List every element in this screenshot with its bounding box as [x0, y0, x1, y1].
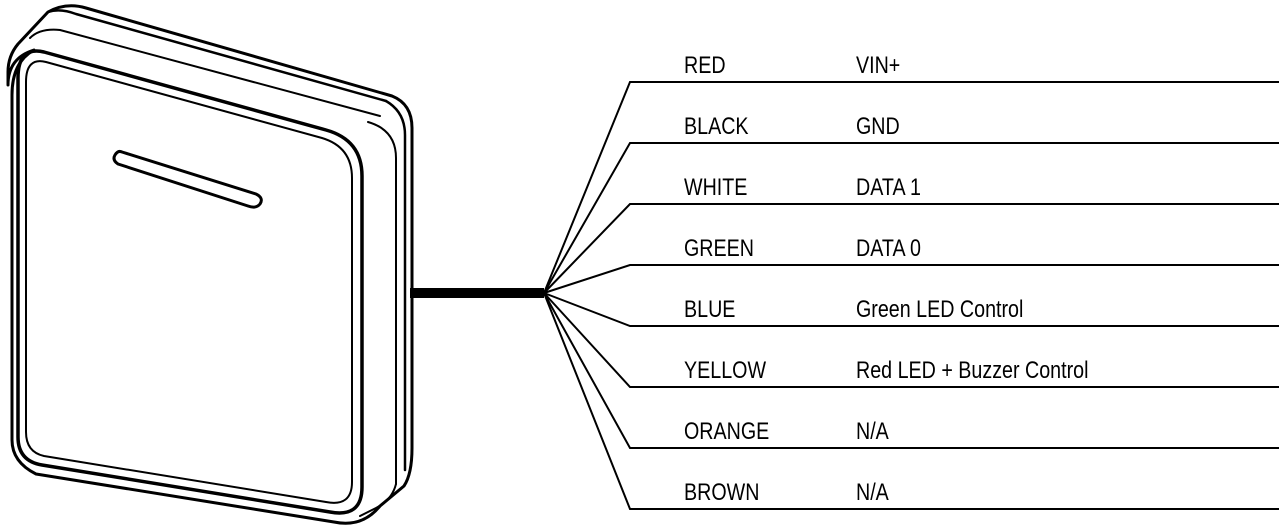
wire-color-label: ORANGE [684, 418, 770, 445]
wire-color-label: BROWN [684, 479, 760, 506]
device-bottom-corner [359, 483, 397, 517]
wire-function-label: DATA 1 [856, 174, 921, 201]
wire-function-label: DATA 0 [856, 235, 921, 262]
device-top-edge-inner [29, 28, 381, 117]
wire-fan-out [543, 81, 1279, 510]
device-front-face [16, 49, 364, 515]
led-indicator-slot [112, 149, 263, 209]
device-right-edge-inner [367, 121, 397, 485]
wire-function-label: N/A [856, 418, 889, 445]
wire-function-label: Red LED + Buzzer Control [856, 357, 1089, 384]
wire-color-label: BLUE [684, 296, 736, 323]
wire-line [543, 292, 1279, 388]
wire-function-label: GND [856, 113, 900, 140]
wire-line [543, 81, 1279, 294]
wire-function-label: N/A [856, 479, 889, 506]
wire-line [543, 142, 1279, 294]
wire-color-label: GREEN [684, 235, 754, 262]
wire-line [543, 203, 1279, 294]
wire-line [543, 292, 1279, 449]
card-reader-device [6, 4, 414, 525]
wire-line [543, 264, 1279, 294]
device-front-face-inner [25, 60, 353, 504]
wire-color-label: WHITE [684, 174, 748, 201]
device-top-edge [46, 9, 388, 103]
wire-line [543, 292, 1279, 510]
device-right-edge [384, 99, 407, 472]
wire-color-label: RED [684, 52, 726, 79]
wire-line [543, 292, 1279, 327]
wire-function-label: Green LED Control [856, 296, 1024, 323]
wire-color-label: BLACK [684, 113, 749, 140]
wire-function-label: VIN+ [856, 52, 901, 79]
wire-color-label: YELLOW [684, 357, 767, 384]
cable [410, 288, 544, 298]
